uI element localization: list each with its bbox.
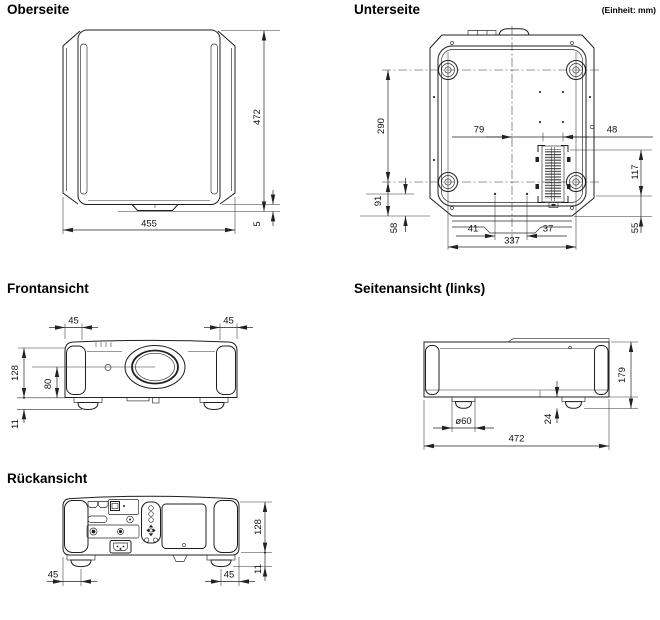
lan-port — [110, 501, 120, 511]
dim-label-depth: 472 — [252, 109, 263, 125]
dim-label-foot-inset-right: 45 — [224, 570, 235, 581]
view-title-unterseite: Unterseite — [354, 2, 421, 17]
rear-feet — [66, 554, 236, 568]
lamp-cover — [161, 503, 207, 549]
unterseite-dimensions: 290 91 58 79 48 117 55 41 37 337 — [360, 70, 653, 250]
control-panel — [141, 501, 161, 544]
frontansicht-dimensions: 45 45 128 80 11 — [10, 316, 253, 429]
oberseite-dimensions: 472 5 455 — [62, 30, 280, 234]
lens-bump — [498, 28, 530, 36]
dim-label-width: 455 — [141, 219, 157, 230]
unterseite-view: 290 91 58 79 48 117 55 41 37 337 — [360, 26, 653, 250]
front-vent-right — [216, 345, 236, 395]
dim-label-lens-center: 80 — [43, 379, 54, 390]
dim-label-feet-pitch-depth: 290 — [376, 118, 387, 134]
top-vent-slot-right — [210, 43, 218, 195]
dim-label-lens-protrusion: 5 — [252, 221, 263, 226]
dim-label-hole-right: 37 — [543, 224, 554, 235]
jack-port — [126, 515, 134, 524]
seitenansicht-dimensions: 179 ø60 472 24 — [423, 341, 638, 450]
lens-bump — [131, 204, 179, 211]
dim-label-feet-pitch-width: 337 — [504, 236, 520, 247]
front-vent-left — [66, 345, 86, 395]
panel-button — [144, 537, 150, 543]
dim-label-foot-diameter: ø60 — [455, 416, 471, 427]
hdmi-port — [98, 501, 109, 508]
side-vent-front — [425, 345, 440, 395]
rueckansicht-dimensions: 128 11 45 45 — [47, 501, 272, 586]
frontansicht-view: 45 45 128 80 11 — [10, 316, 253, 429]
connector-panel — [86, 499, 140, 554]
dim-label-foot-clearance: 24 — [543, 414, 554, 425]
view-title-rueckansicht: Rückansicht — [7, 471, 88, 486]
dim-label-hole-left: 41 — [468, 224, 479, 235]
rueckansicht-view: 128 11 45 45 — [47, 495, 272, 586]
dim-label-grille-width: 48 — [607, 125, 618, 136]
oberseite-body — [62, 29, 236, 211]
view-title-seitenansicht: Seitenansicht (links) — [354, 281, 486, 296]
unterseite-feet — [382, 26, 600, 250]
top-vent-slot-left — [80, 43, 88, 195]
dim-label-edge-clearance: 55 — [630, 223, 641, 234]
rear-vent-left — [64, 500, 89, 553]
panel-button — [148, 517, 154, 523]
trigger-port — [89, 527, 98, 536]
indicator-led — [104, 364, 112, 371]
side-body — [423, 338, 610, 409]
hdmi-port — [87, 501, 98, 508]
front-body — [32, 339, 238, 411]
view-title-frontansicht: Frontansicht — [7, 281, 89, 296]
dim-label-hole-to-edge: 58 — [389, 223, 400, 234]
dim-label-foot-height: 11 — [10, 419, 21, 429]
dim-label-grille-depth: 117 — [630, 164, 641, 179]
dim-label-rear-overhang: 91 — [373, 196, 384, 207]
dim-label-center-to-grille: 79 — [474, 125, 485, 136]
dpad-buttons — [146, 524, 156, 537]
dim-label-body-height: 128 — [10, 365, 21, 381]
view-title-oberseite: Oberseite — [7, 2, 70, 17]
panel-button — [148, 505, 154, 511]
dim-label-foot-inset-left: 45 — [48, 570, 59, 581]
dim-label-depth: 472 — [509, 434, 525, 445]
dim-label-total-height: 179 — [617, 367, 628, 383]
top-tabs — [467, 30, 497, 35]
rs232-port — [87, 515, 108, 523]
side-vent-rear — [594, 345, 609, 395]
unit-note: (Einheit: mm) — [601, 5, 656, 15]
dim-label-body-height: 128 — [253, 519, 264, 535]
side-feet — [451, 396, 586, 409]
panel-button — [148, 511, 154, 517]
dim-label-vent-right: 45 — [223, 316, 234, 327]
exhaust-grille — [535, 145, 571, 208]
panel-button — [153, 537, 158, 543]
front-feet — [73, 397, 229, 411]
rear-vent-right — [213, 500, 238, 553]
oberseite-view: 472 5 455 — [62, 29, 280, 234]
power-inlet — [109, 540, 132, 554]
seitenansicht-view: 179 ø60 472 24 — [423, 338, 638, 450]
dim-label-vent-left: 45 — [68, 316, 79, 327]
trigger-port — [117, 528, 124, 535]
dim-label-foot-height: 11 — [253, 564, 264, 574]
